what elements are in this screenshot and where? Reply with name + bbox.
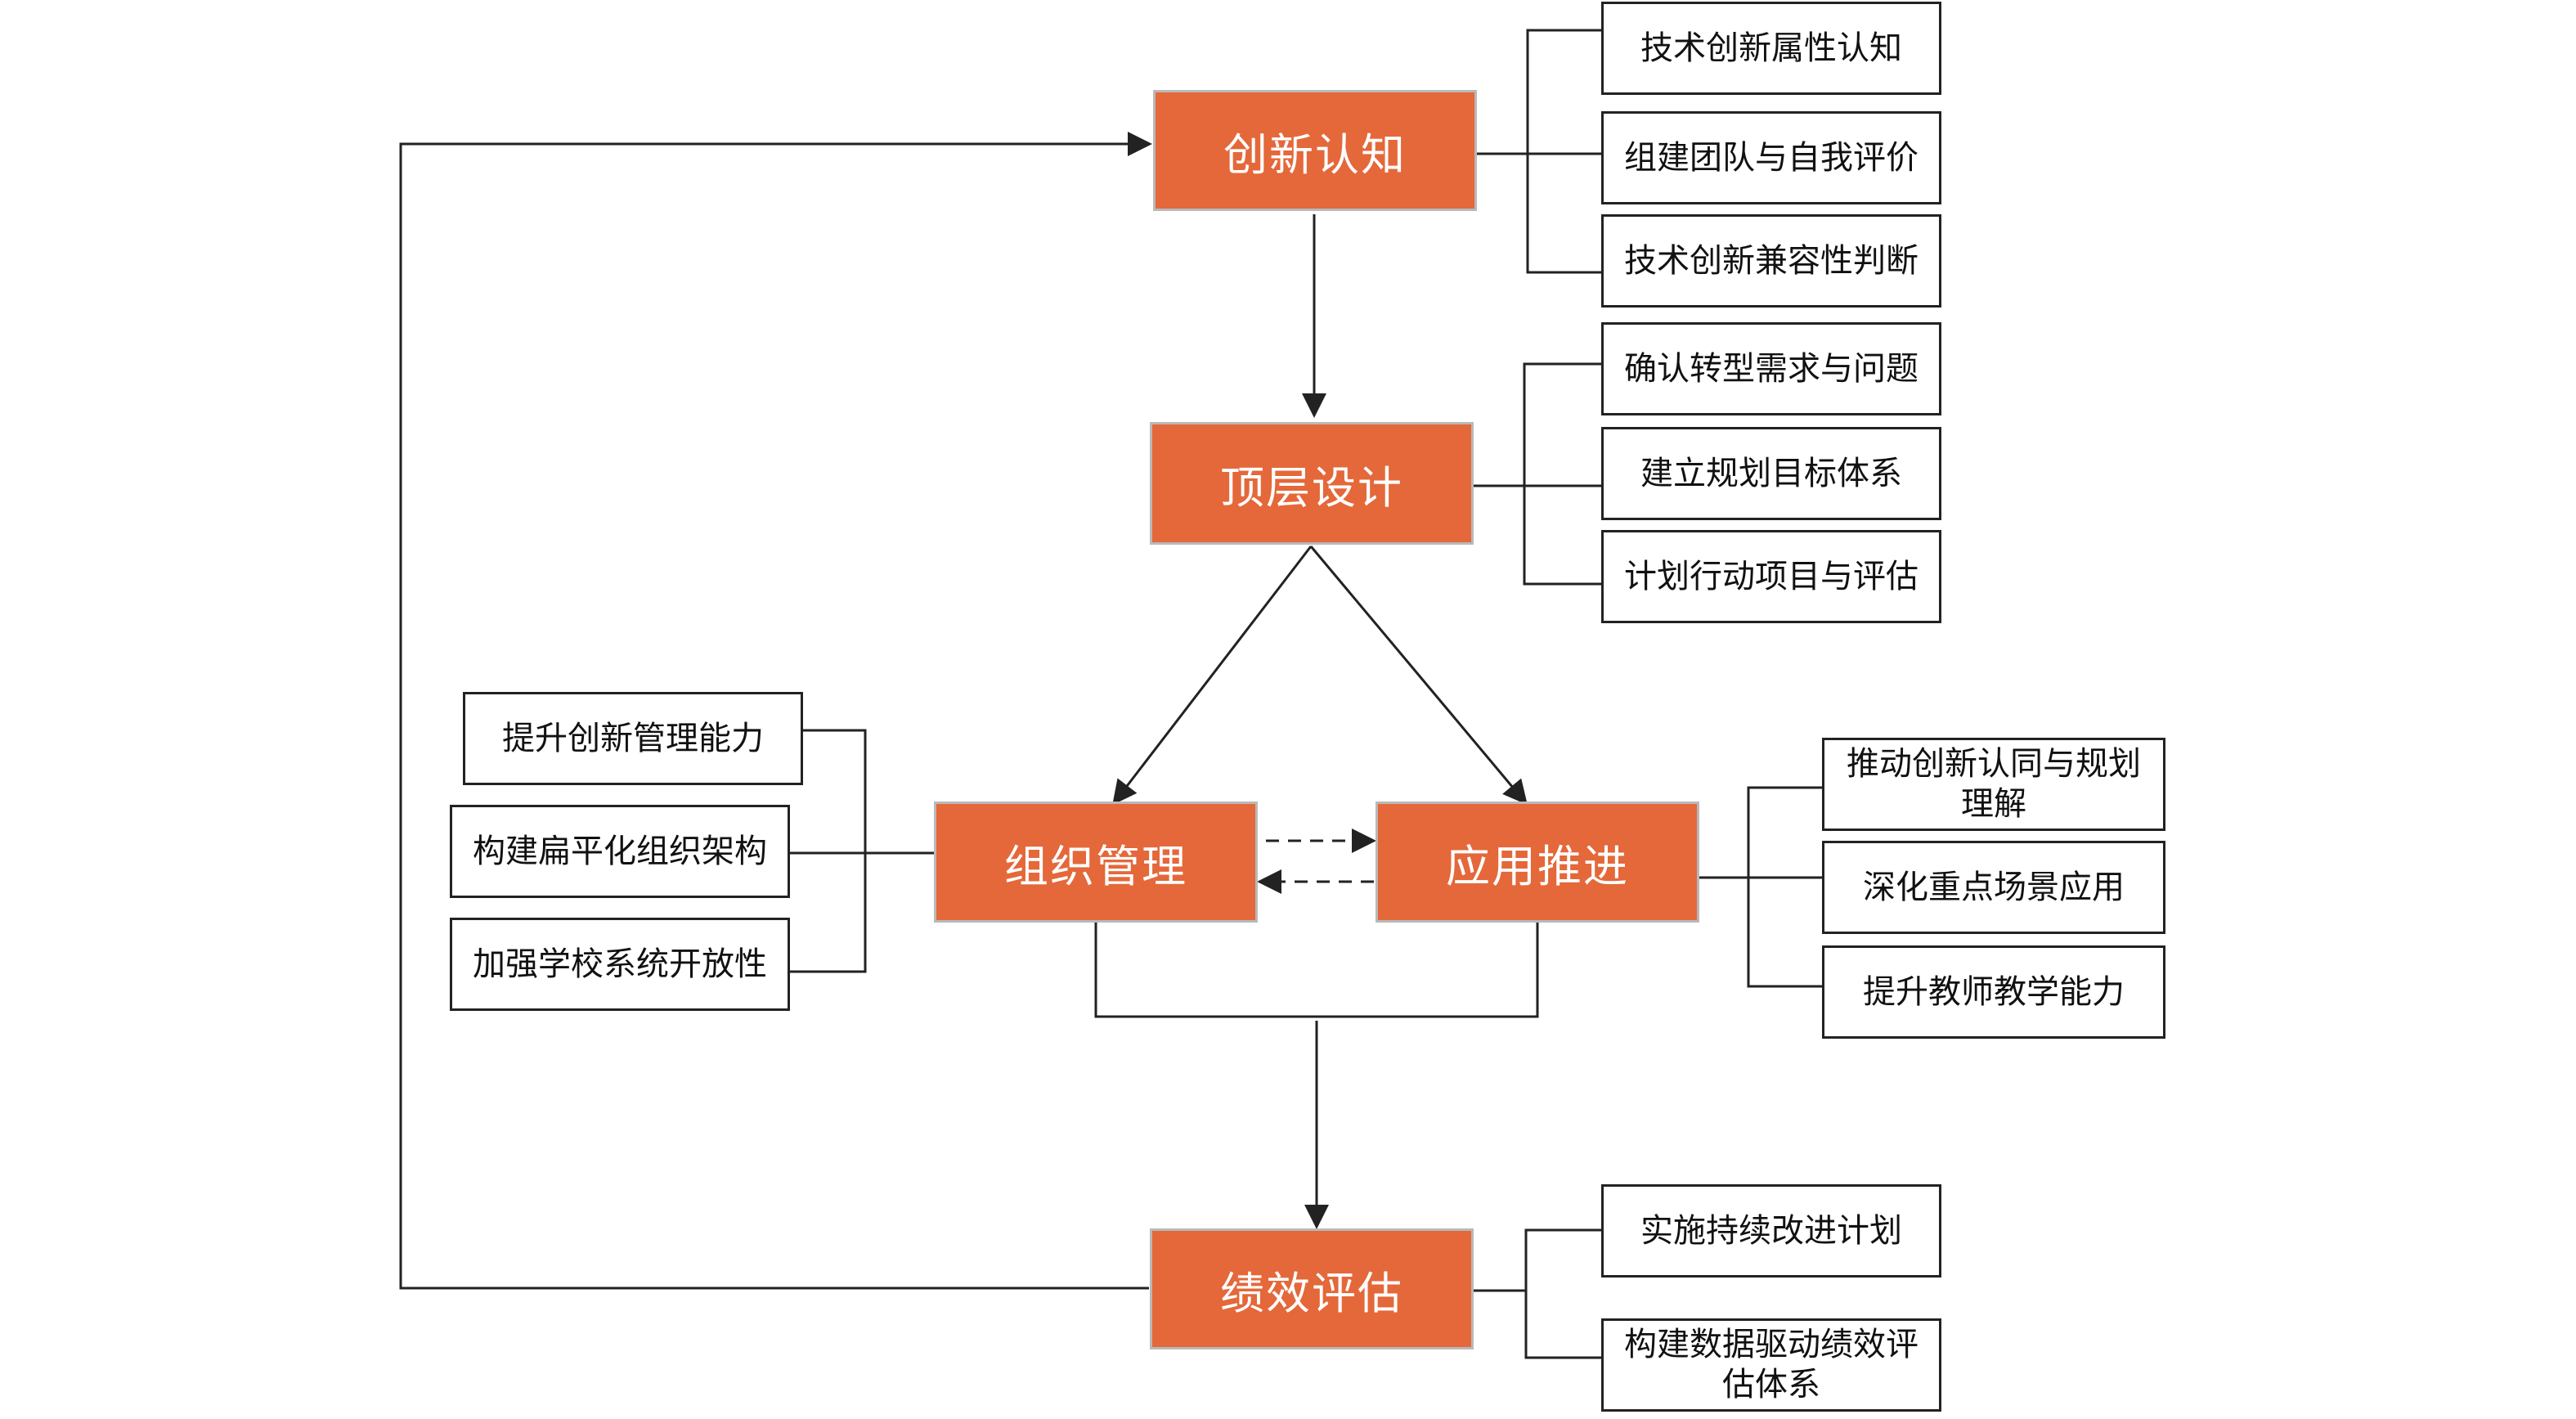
- node-application-promotion: 应用推进: [1376, 802, 1699, 923]
- org-item: 加强学校系统开放性: [450, 918, 790, 1011]
- cognition-item: 技术创新兼容性判断: [1601, 214, 1941, 308]
- org-item: 提升创新管理能力: [463, 692, 803, 785]
- evaluation-item: 构建数据驱动绩效评估体系: [1601, 1318, 1941, 1412]
- feedback-loop-arrow: [399, 132, 1152, 1290]
- promotion-item: 推动创新认同与规划理解: [1822, 738, 2165, 831]
- merge-line: [1094, 923, 1539, 1018]
- design-item: 确认转型需求与问题: [1601, 322, 1941, 415]
- cognition-item: 技术创新属性认知: [1601, 2, 1941, 95]
- cognition-item: 组建团队与自我评价: [1601, 111, 1941, 204]
- arrow-design-to-org: [1112, 546, 1313, 806]
- org-item: 构建扁平化组织架构: [450, 805, 790, 898]
- node-org-management: 组织管理: [934, 802, 1258, 923]
- node-top-level-design: 顶层设计: [1150, 422, 1474, 545]
- evaluation-item: 实施持续改进计划: [1601, 1184, 1941, 1278]
- promotion-item: 提升教师教学能力: [1822, 945, 2165, 1039]
- promotion-item: 深化重点场景应用: [1822, 841, 2165, 934]
- node-performance-evaluation: 绩效评估: [1150, 1228, 1474, 1349]
- arrow-design-to-promotion: [1309, 546, 1528, 806]
- design-item: 计划行动项目与评估: [1601, 530, 1941, 623]
- design-item: 建立规划目标体系: [1601, 427, 1941, 520]
- node-innovation-cognition: 创新认知: [1153, 90, 1477, 211]
